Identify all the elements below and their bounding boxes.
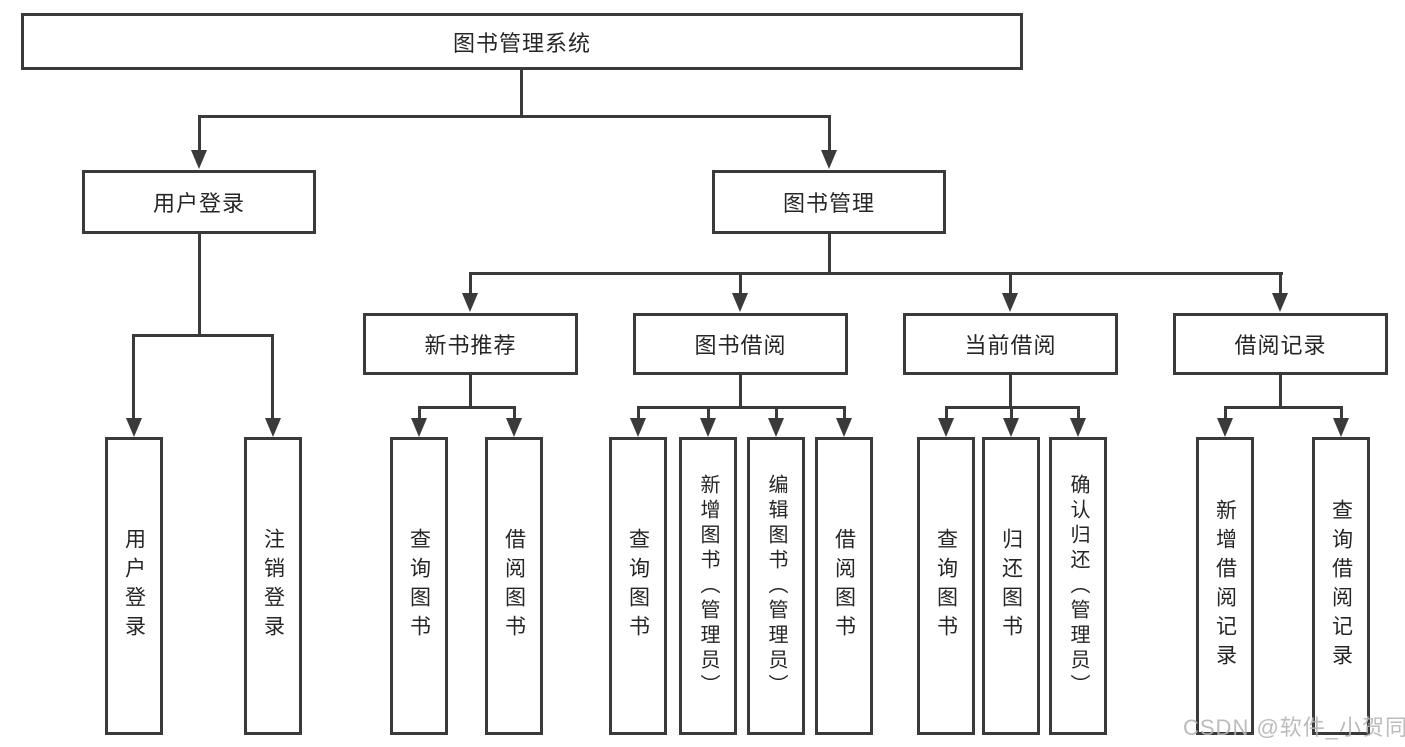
- leaf-query-book-2: 查询图书: [609, 437, 667, 735]
- arrowhead-down-icon: [506, 418, 522, 437]
- arrowhead-down-icon: [768, 418, 784, 437]
- watermark: CSDN @软件_小贺同学: [1183, 715, 1405, 740]
- connector-line: [1279, 272, 1282, 296]
- connector-line: [198, 115, 831, 118]
- connector-line: [828, 234, 831, 275]
- arrowhead-down-icon: [1333, 418, 1349, 437]
- connector-line: [828, 115, 831, 153]
- connector-line: [1224, 406, 1227, 420]
- node-new-book-recommend: 新书推荐: [363, 313, 578, 375]
- leaf-add-borrow-record: 新增借阅记录: [1196, 437, 1254, 735]
- arrowhead-down-icon: [938, 418, 954, 437]
- arrowhead-down-icon: [1003, 418, 1019, 437]
- arrowhead-down-icon: [462, 293, 478, 312]
- connector-line: [513, 406, 516, 420]
- node-user-login: 用户登录: [82, 170, 316, 234]
- connector-line: [1279, 375, 1282, 409]
- connector-line: [418, 406, 421, 420]
- leaf-edit-book-admin: 编辑图书（管理员）: [747, 437, 805, 735]
- connector-line: [198, 115, 201, 153]
- leaf-add-book-admin: 新增图书（管理员）: [679, 437, 737, 735]
- connector-line: [1224, 406, 1343, 409]
- leaf-return-book: 归还图书: [982, 437, 1040, 735]
- connector-line: [1010, 406, 1013, 420]
- connector-line: [1077, 406, 1080, 420]
- leaf-borrow-book-2: 借阅图书: [815, 437, 873, 735]
- leaf-query-borrow-record: 查询借阅记录: [1312, 437, 1370, 735]
- connector-line: [198, 234, 201, 337]
- connector-line: [1009, 272, 1012, 296]
- connector-line: [469, 375, 472, 409]
- arrowhead-down-icon: [630, 418, 646, 437]
- connector-line: [132, 334, 274, 337]
- connector-line: [271, 334, 274, 420]
- connector-line: [945, 406, 948, 420]
- arrowhead-down-icon: [732, 293, 748, 312]
- connector-line: [1009, 375, 1012, 409]
- arrowhead-down-icon: [126, 418, 142, 437]
- connector-line: [469, 272, 472, 296]
- arrowhead-down-icon: [821, 150, 837, 169]
- node-borrow-record: 借阅记录: [1173, 313, 1388, 375]
- arrowhead-down-icon: [1002, 293, 1018, 312]
- arrowhead-down-icon: [1272, 293, 1288, 312]
- arrowhead-down-icon: [191, 150, 207, 169]
- connector-line: [1340, 406, 1343, 420]
- connector-line: [520, 69, 523, 118]
- connector-line: [637, 406, 640, 420]
- arrowhead-down-icon: [411, 418, 427, 437]
- node-book-borrow: 图书借阅: [633, 313, 848, 375]
- leaf-query-book-3: 查询图书: [917, 437, 975, 735]
- leaf-confirm-return-admin: 确认归还（管理员）: [1049, 437, 1107, 735]
- connector-line: [418, 406, 516, 409]
- leaf-query-book-1: 查询图书: [390, 437, 448, 735]
- leaf-borrow-book-1: 借阅图书: [485, 437, 543, 735]
- arrowhead-down-icon: [836, 418, 852, 437]
- connector-line: [469, 272, 1283, 275]
- leaf-user-login: 用户登录: [105, 437, 163, 735]
- node-root: 图书管理系统: [21, 13, 1023, 70]
- connector-line: [707, 406, 710, 420]
- node-current-borrow: 当前借阅: [903, 313, 1118, 375]
- connector-line: [132, 334, 135, 420]
- connector-line: [843, 406, 846, 420]
- connector-line: [775, 406, 778, 420]
- arrowhead-down-icon: [265, 418, 281, 437]
- node-book-management: 图书管理: [712, 170, 946, 234]
- arrowhead-down-icon: [1217, 418, 1233, 437]
- arrowhead-down-icon: [700, 418, 716, 437]
- leaf-logout: 注销登录: [244, 437, 302, 735]
- connector-line: [739, 272, 742, 296]
- connector-line: [637, 406, 846, 409]
- connector-line: [739, 375, 742, 409]
- arrowhead-down-icon: [1070, 418, 1086, 437]
